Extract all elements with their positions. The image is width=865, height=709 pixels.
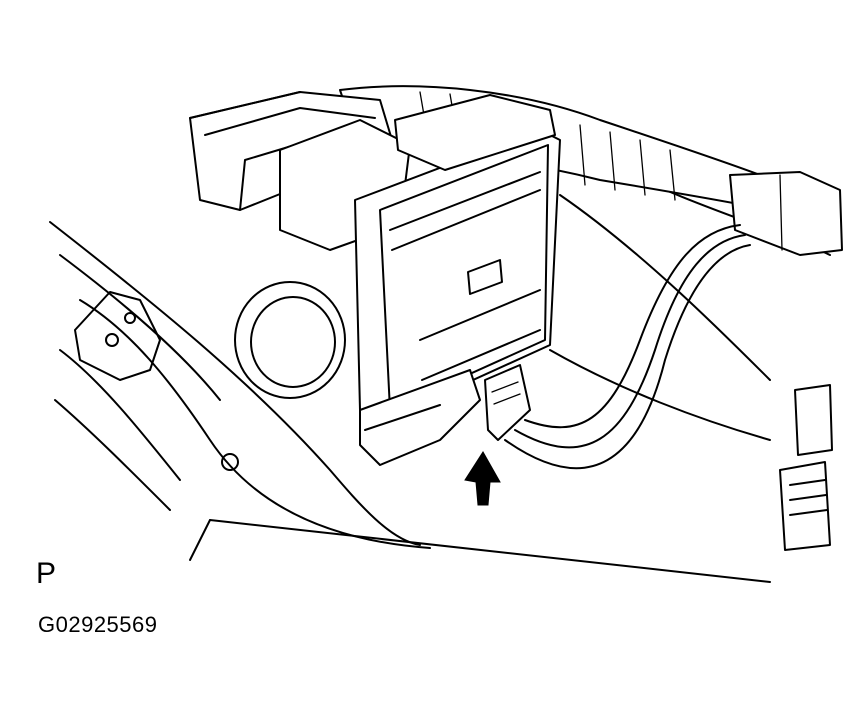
figure-id-label: G02925569	[38, 612, 158, 637]
view-letter-label: P	[36, 557, 57, 590]
harness-connector	[484, 224, 751, 470]
round-opening	[234, 281, 346, 399]
left-bracket	[74, 291, 239, 471]
control-module	[354, 94, 561, 466]
right-clip	[779, 384, 833, 551]
body-panel	[49, 159, 831, 583]
pointer-arrow	[464, 451, 501, 506]
main-connector	[189, 91, 411, 251]
